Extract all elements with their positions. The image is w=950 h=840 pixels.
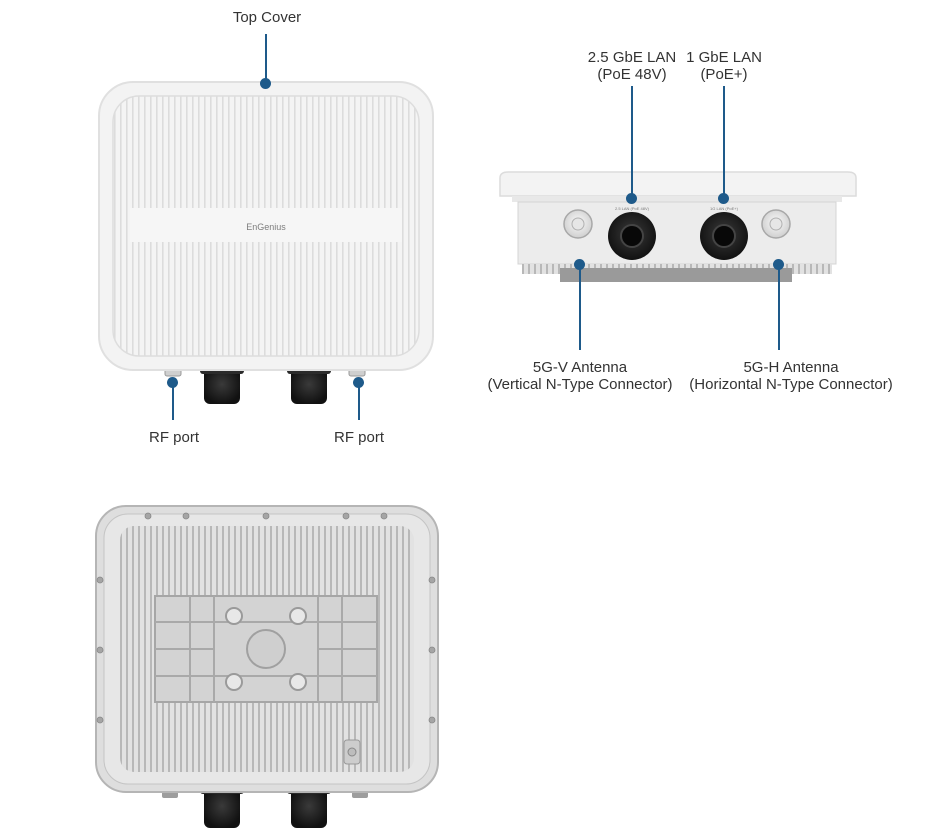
label-lan-1g-line1: 1 GbE LAN xyxy=(686,49,762,66)
back-view xyxy=(95,505,439,828)
label-lan-25g-line2: (PoE 48V) xyxy=(597,66,667,83)
label-ant-v-line1: 5G-V Antenna xyxy=(532,359,628,376)
label-top-cover: Top Cover xyxy=(232,9,302,26)
label-ant-h: 5G-H Antenna (Horizontal N-Type Connecto… xyxy=(680,359,902,393)
label-lan-1g-line2: (PoE+) xyxy=(700,66,748,83)
callout-line-rf-left xyxy=(172,384,174,420)
label-ant-h-line1: 5G-H Antenna xyxy=(743,359,839,376)
callout-line-top-cover xyxy=(265,34,267,84)
callout-dot-lan-1g xyxy=(718,193,729,204)
front-view: EnGenius xyxy=(98,81,434,404)
label-rf-left: RF port xyxy=(148,429,199,446)
callout-line-rf-right xyxy=(358,384,360,420)
callout-dot-rf-left xyxy=(167,377,178,388)
callout-dot-top-cover xyxy=(260,78,271,89)
callout-dot-rf-right xyxy=(353,377,364,388)
label-ant-h-line2: (Horizontal N-Type Connector) xyxy=(689,376,893,393)
label-lan-1g: 1 GbE LAN (PoE+) xyxy=(664,49,784,83)
callout-dot-ant-v xyxy=(574,259,585,270)
callout-line-ant-h xyxy=(778,266,780,350)
label-ant-v: 5G-V Antenna (Vertical N-Type Connector) xyxy=(480,359,680,393)
label-ant-v-line2: (Vertical N-Type Connector) xyxy=(487,376,673,393)
callout-dot-ant-h xyxy=(773,259,784,270)
callout-line-ant-v xyxy=(579,266,581,350)
port-label-25g: 2.5 LAN (PoE 48V) xyxy=(615,206,650,211)
label-rf-right: RF port xyxy=(333,429,384,446)
callout-line-lan-1g xyxy=(723,86,725,198)
brand-logo-text: EnGenius xyxy=(246,222,286,232)
label-lan-25g-line1: 2.5 GbE LAN xyxy=(587,49,677,66)
label-lan-25g: 2.5 GbE LAN (PoE 48V) xyxy=(562,49,702,83)
port-label-1g: 1G LAN (PoE+) xyxy=(710,206,739,211)
callout-line-lan-25g xyxy=(631,86,633,198)
callout-dot-lan-25g xyxy=(626,193,637,204)
side-view: 2.5 LAN (PoE 48V) 1G LAN (PoE+) xyxy=(499,171,857,282)
